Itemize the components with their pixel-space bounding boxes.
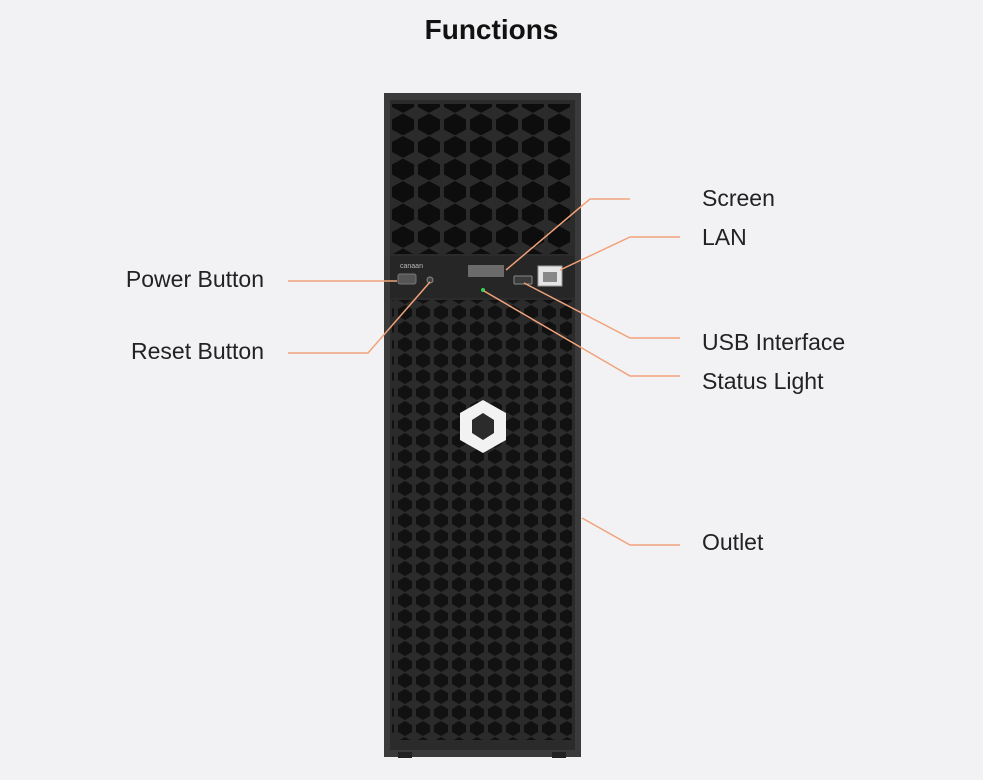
label-power-button: Power Button — [125, 266, 264, 292]
leader-line-lan — [559, 236, 680, 271]
screen — [468, 265, 504, 277]
brand-logo: canaan — [400, 263, 423, 270]
leader-line-reset — [288, 281, 431, 354]
power-button — [397, 273, 417, 285]
label-status-light: Status Light — [702, 368, 824, 394]
label-screen: Screen — [702, 185, 775, 211]
usb-port — [513, 275, 533, 285]
leader-line-status — [483, 290, 680, 377]
leader-line-usb — [523, 282, 680, 339]
label-lan: LAN — [702, 224, 747, 250]
leader-line-outlet — [581, 517, 680, 546]
label-reset-button: Reset Button — [131, 338, 264, 364]
bottom-vent-grille — [392, 300, 572, 740]
label-usb-interface: USB Interface — [702, 329, 846, 355]
leader-line-screen — [505, 198, 630, 271]
top-vent-grille — [392, 104, 572, 254]
page-title: Functions — [424, 14, 559, 45]
label-outlet: Outlet — [702, 529, 764, 555]
